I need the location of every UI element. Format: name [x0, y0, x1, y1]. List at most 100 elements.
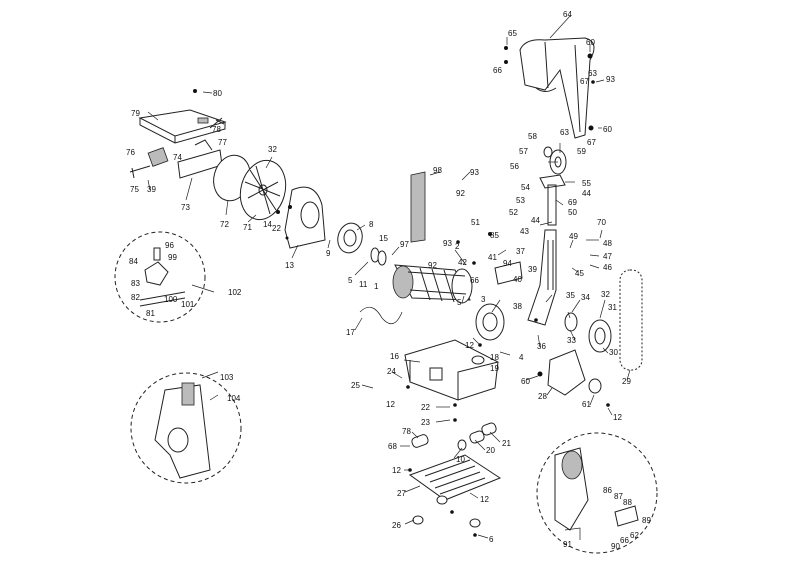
label-48: 48: [603, 239, 612, 248]
platen-part: [494, 261, 523, 285]
label-12-base: 12: [465, 341, 474, 350]
label-56: 56: [510, 162, 519, 171]
pulley-part: [564, 312, 612, 353]
label-79: 79: [131, 109, 140, 118]
label-15: 15: [379, 234, 388, 243]
label-43: 43: [520, 227, 529, 236]
label-57: 57: [519, 147, 528, 156]
label-18: 18: [490, 353, 499, 362]
label-90: 90: [611, 542, 620, 551]
sanding-belt-part: [619, 269, 643, 371]
label-52: 52: [509, 208, 518, 217]
label-19: 19: [490, 364, 499, 373]
label-62: 62: [630, 531, 639, 540]
pulley-housing-part: [547, 349, 602, 396]
rubber-foot-part: [412, 495, 481, 528]
label-27: 27: [397, 489, 406, 498]
label-87: 87: [614, 492, 623, 501]
label-10: 10: [456, 455, 465, 464]
label-17: 17: [346, 328, 355, 337]
label-32: 32: [268, 145, 277, 154]
label-60-low: 60: [521, 377, 530, 386]
label-64: 64: [563, 10, 572, 19]
label-72: 72: [220, 220, 229, 229]
label-8: 8: [369, 220, 374, 229]
part-number-labels: 80 79 77 78 76 74 75 39 73 72 71 32 14 2…: [126, 10, 651, 551]
label-82: 82: [131, 293, 140, 302]
label-103: 103: [220, 373, 234, 382]
label-59: 59: [577, 147, 586, 156]
label-45: 45: [575, 269, 584, 278]
label-1: 1: [374, 282, 379, 291]
label-12-base2: 12: [386, 400, 395, 409]
tension-rod-part: [539, 174, 566, 226]
table-part: [138, 109, 227, 179]
label-44-top: 44: [582, 189, 591, 198]
label-83: 83: [131, 279, 140, 288]
label-2: 2: [455, 242, 460, 251]
label-46: 46: [603, 263, 612, 272]
leader-lines: [147, 15, 631, 539]
label-97: 97: [400, 240, 409, 249]
label-35: 35: [566, 291, 575, 300]
label-5-mid: 5: [457, 298, 462, 307]
label-60: 60: [603, 125, 612, 134]
label-22: 22: [272, 224, 281, 233]
label-9: 9: [326, 249, 331, 258]
label-68: 68: [388, 442, 397, 451]
flange-part: [337, 222, 387, 266]
label-98: 98: [433, 166, 442, 175]
disc-plate-part: [239, 159, 287, 221]
label-92-mid: 92: [428, 261, 437, 270]
label-20: 20: [486, 446, 495, 455]
miter-gauge-part: [129, 147, 169, 179]
label-91: 91: [563, 540, 572, 549]
label-53: 53: [516, 196, 525, 205]
label-67-top: 67: [580, 77, 589, 86]
label-14: 14: [263, 220, 272, 229]
label-94: 94: [503, 259, 512, 268]
label-69: 69: [568, 198, 577, 207]
label-88: 88: [623, 498, 632, 507]
label-86: 86: [603, 486, 612, 495]
label-85: 85: [490, 231, 499, 240]
label-66-top: 66: [493, 66, 502, 75]
label-50: 50: [568, 208, 577, 217]
label-36: 36: [537, 342, 546, 351]
label-38: 38: [513, 302, 522, 311]
label-47: 47: [603, 252, 612, 261]
label-93-mid: 93: [443, 239, 452, 248]
label-4: 4: [519, 353, 524, 362]
label-104: 104: [227, 394, 241, 403]
label-5-left: 5: [348, 276, 353, 285]
label-76: 76: [126, 148, 135, 157]
label-12-plate: 12: [392, 466, 401, 475]
label-13: 13: [285, 261, 294, 270]
label-37: 37: [516, 247, 525, 256]
label-63-top: 63: [588, 69, 597, 78]
label-40: 40: [513, 275, 522, 284]
belt-cover-part: [519, 37, 595, 139]
detail-circle-104: [130, 372, 242, 484]
label-23: 23: [421, 418, 430, 427]
label-70: 70: [597, 218, 606, 227]
label-71: 71: [243, 223, 252, 232]
sanding-arm-part: [527, 229, 557, 326]
label-63: 63: [560, 128, 569, 137]
label-22-low: 22: [421, 403, 430, 412]
detail-circle-102: [114, 231, 206, 323]
label-96: 96: [165, 241, 174, 250]
label-61: 61: [582, 400, 591, 409]
motor-part: [392, 264, 473, 304]
label-30: 30: [609, 348, 618, 357]
label-65: 65: [508, 29, 517, 38]
label-102: 102: [228, 288, 242, 297]
label-89: 89: [642, 516, 651, 525]
label-41: 41: [488, 253, 497, 262]
label-54: 54: [521, 183, 530, 192]
label-58: 58: [528, 132, 537, 141]
label-21: 21: [502, 439, 511, 448]
label-80: 80: [213, 89, 222, 98]
label-3: 3: [481, 295, 486, 304]
